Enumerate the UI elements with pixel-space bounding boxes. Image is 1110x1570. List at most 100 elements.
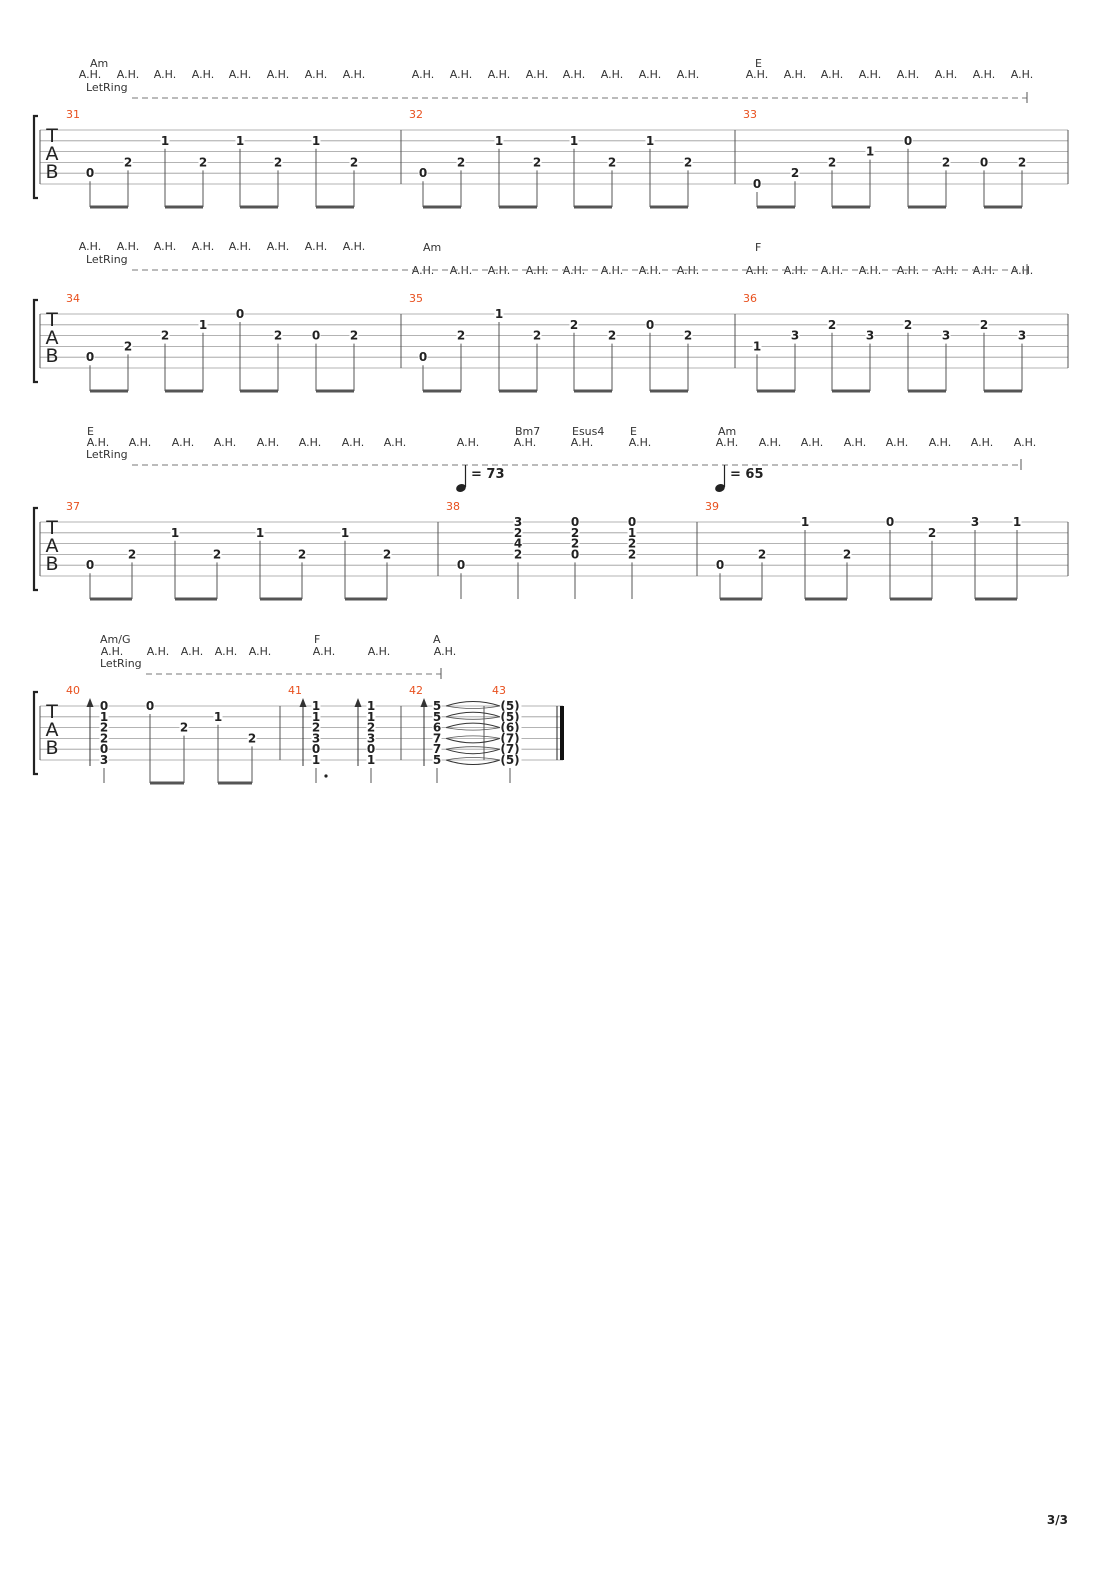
fret-number: 3 bbox=[312, 731, 320, 745]
measure-number: 33 bbox=[743, 108, 757, 121]
harmonic-label: A.H. bbox=[973, 68, 995, 81]
fret-number: 2 bbox=[213, 547, 221, 561]
fret-number: 2 bbox=[628, 547, 636, 561]
measure: 3102121212AmA.H.A.H.A.H.A.H.A.H.A.H.A.H.… bbox=[66, 57, 402, 209]
fret-number: 7 bbox=[433, 731, 441, 745]
fret-number-background bbox=[800, 516, 810, 528]
fret-number: 1 bbox=[801, 515, 809, 529]
tab-clef-letter: T bbox=[45, 701, 58, 723]
fret-number: 2 bbox=[350, 155, 358, 169]
fret-number: 2 bbox=[274, 329, 282, 343]
fret-number: 2 bbox=[942, 155, 950, 169]
fret-number: 7 bbox=[433, 742, 441, 756]
fret-number-background bbox=[247, 732, 257, 745]
strum-arrow bbox=[86, 698, 94, 766]
fret-number-background bbox=[927, 526, 937, 539]
chord-name: F bbox=[755, 241, 761, 254]
page-number: 3/3 bbox=[1047, 1513, 1068, 1527]
strum-arrow bbox=[420, 698, 428, 766]
let-ring-label: LetRing bbox=[86, 81, 128, 94]
fret-number-background bbox=[627, 526, 637, 539]
harmonic-label: A.H. bbox=[154, 240, 176, 253]
harmonic-label: A.H. bbox=[305, 240, 327, 253]
fret-number: 2 bbox=[571, 526, 579, 540]
harmonic-label: A.H. bbox=[147, 645, 169, 658]
harmonic-label: A.H. bbox=[412, 68, 434, 81]
fret-number: 0 bbox=[886, 515, 894, 529]
fret-number-background bbox=[513, 516, 523, 528]
fret-number: (7) bbox=[500, 742, 519, 756]
harmonic-label: A.H. bbox=[172, 436, 194, 449]
tab-clef-letter: B bbox=[45, 161, 58, 183]
fret-number: 1 bbox=[312, 710, 320, 724]
harmonic-label: A.H. bbox=[154, 68, 176, 81]
fret-number: 0 bbox=[312, 742, 320, 756]
harmonic-label: A.H. bbox=[746, 68, 768, 81]
harmonic-label: A.H. bbox=[571, 436, 593, 449]
fret-number-background bbox=[99, 700, 109, 712]
fret-number-background bbox=[198, 156, 208, 169]
fret-number-background bbox=[340, 526, 350, 539]
harmonic-label: A.H. bbox=[117, 240, 139, 253]
harmonic-label: A.H. bbox=[514, 436, 536, 449]
fret-number-background bbox=[311, 134, 321, 147]
fret-number: 1 bbox=[236, 134, 244, 148]
tie-arc bbox=[445, 716, 501, 720]
fret-number: 0 bbox=[419, 166, 427, 180]
measure-number: 36 bbox=[743, 292, 757, 305]
fret-number: 0 bbox=[367, 742, 375, 756]
fret-number: 2 bbox=[928, 526, 936, 540]
measure-number: 31 bbox=[66, 108, 80, 121]
fret-number-background bbox=[382, 548, 392, 561]
chord-name: Am bbox=[90, 57, 108, 70]
measure-number: 39 bbox=[705, 500, 719, 513]
harmonic-label: A.H. bbox=[844, 436, 866, 449]
harmonic-label: A.H. bbox=[342, 436, 364, 449]
fret-number: 2 bbox=[161, 329, 169, 343]
measure: 3202121212A.H.A.H.A.H.A.H.A.H.A.H.A.H.A.… bbox=[409, 68, 736, 209]
fret-number-background bbox=[366, 743, 376, 756]
fret-number: 0 bbox=[86, 558, 94, 572]
fret-number: 0 bbox=[86, 350, 94, 364]
fret-number: 0 bbox=[716, 558, 724, 572]
fret-number: 1 bbox=[495, 307, 503, 321]
fret-number-background bbox=[757, 548, 767, 561]
tie-arc bbox=[445, 722, 501, 729]
fret-number-background bbox=[627, 537, 637, 550]
measure: 43(5)(5)(6)(7)(7)(5) bbox=[492, 684, 564, 783]
fret-number-background bbox=[970, 516, 980, 528]
measure-number: 41 bbox=[288, 684, 302, 697]
fret-number-background bbox=[99, 721, 109, 734]
harmonic-label: A.H. bbox=[488, 68, 510, 81]
harmonic-label: A.H. bbox=[629, 436, 651, 449]
measure-number: 34 bbox=[66, 292, 80, 305]
chord-name: Am bbox=[718, 425, 736, 438]
fret-number: 0 bbox=[571, 515, 579, 529]
strum-arrow bbox=[299, 698, 307, 766]
harmonic-label: A.H. bbox=[129, 436, 151, 449]
fret-number-background bbox=[160, 329, 170, 342]
fret-number: 2 bbox=[100, 721, 108, 735]
system-bracket bbox=[32, 298, 38, 384]
fret-number-background bbox=[1017, 329, 1027, 342]
fret-number: (6) bbox=[500, 721, 519, 735]
tab-clef-letter: A bbox=[46, 719, 59, 741]
tempo-value: = 73 bbox=[471, 467, 505, 482]
chord-name: F bbox=[314, 633, 320, 646]
fret-number: 1 bbox=[171, 526, 179, 540]
measure-number: 37 bbox=[66, 500, 80, 513]
fret-number-background bbox=[85, 351, 95, 364]
fret-number: 0 bbox=[86, 166, 94, 180]
fret-number: 0 bbox=[980, 155, 988, 169]
fret-number-background bbox=[311, 721, 321, 734]
fret-number-background bbox=[432, 710, 442, 723]
fret-number-background bbox=[790, 329, 800, 342]
fret-number: 2 bbox=[828, 155, 836, 169]
harmonic-label: A.H. bbox=[935, 68, 957, 81]
strum-arrow bbox=[354, 698, 362, 766]
measure: 3613232323FA.H.A.H.A.H.A.H.A.H.A.H.A.H.A… bbox=[743, 241, 1069, 393]
